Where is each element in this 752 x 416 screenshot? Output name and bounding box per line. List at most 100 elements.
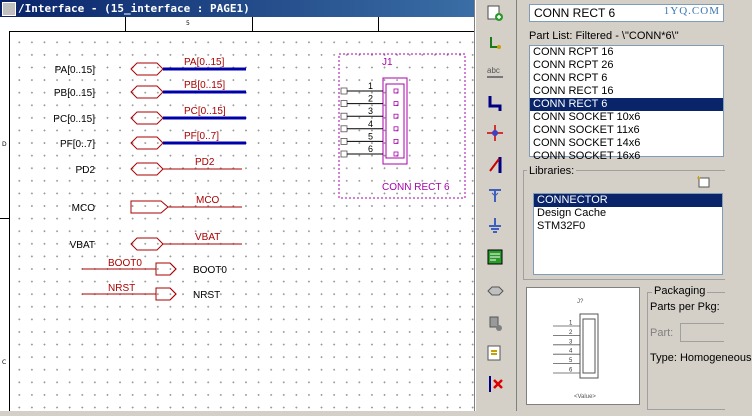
offpage-name[interactable]: NRST — [193, 290, 220, 301]
connector-pin[interactable]: 4 — [340, 119, 399, 133]
preview-body — [579, 313, 599, 379]
port-row[interactable]: VBAT VBAT — [70, 232, 242, 251]
net-alias[interactable]: MCO — [196, 195, 220, 206]
window-menu-icon[interactable] — [2, 2, 16, 16]
schematic-window[interactable]: /Interface - (15_interface : PAGE1) 5 D … — [0, 0, 475, 411]
window-title: /Interface - (15_interface : PAGE1) — [18, 2, 250, 15]
libraries-label: Libraries: — [527, 165, 577, 177]
place-junction-icon[interactable] — [484, 122, 506, 144]
port-symbol[interactable] — [130, 62, 164, 76]
pin-number: 4 — [368, 119, 373, 129]
preview-pin: 1 — [553, 321, 580, 327]
place-port-icon[interactable] — [484, 280, 506, 302]
port-symbol[interactable] — [130, 162, 164, 176]
schematic-drawing[interactable]: PA[0..15] PA[0..15] PB[0..15] PB[0..15] PC[0… — [10, 32, 474, 411]
port-name[interactable]: PA[0..15] — [55, 65, 96, 76]
part-value[interactable]: CONN RECT 6 — [382, 182, 450, 193]
place-part-icon[interactable] — [484, 2, 506, 24]
preview-pin-number: 1 — [569, 321, 573, 327]
port-name[interactable]: VBAT — [70, 240, 95, 251]
tool-palette: abc — [475, 0, 516, 411]
port-name[interactable]: PF[0..7] — [60, 139, 95, 150]
place-bus-icon[interactable] — [484, 92, 506, 114]
ruler-label: 5 — [186, 20, 190, 27]
library-list-item[interactable]: Design Cache — [537, 207, 607, 219]
preview-pin-number: 3 — [569, 339, 573, 345]
pin-end[interactable] — [340, 100, 348, 107]
connector-pin[interactable]: 1 — [340, 81, 399, 95]
port-symbol[interactable] — [130, 136, 164, 150]
place-ground-icon[interactable] — [484, 214, 506, 236]
port-symbol[interactable] — [130, 237, 164, 251]
pin-end[interactable] — [340, 87, 348, 95]
part-list-item[interactable]: CONN RCPT 6 — [533, 72, 608, 84]
part-reference[interactable]: J1 — [382, 57, 393, 68]
connector-pin[interactable]: 5 — [340, 131, 399, 145]
svg-text:abc: abc — [487, 66, 500, 75]
connector-pin[interactable]: 6 — [340, 144, 399, 158]
part-list-item[interactable]: CONN SOCKET 10x6 — [533, 111, 641, 123]
preview-inner — [582, 318, 596, 374]
offpage-row[interactable]: NRST NRST — [82, 283, 220, 301]
part-field-input[interactable] — [680, 323, 724, 342]
place-net-alias-icon[interactable]: abc — [484, 62, 506, 84]
schematic-title-bar[interactable]: /Interface - (15_interface : PAGE1) — [0, 0, 474, 17]
net-alias[interactable]: PC[0..15] — [184, 106, 226, 117]
preview-pin: 6 — [553, 368, 580, 374]
pin-end[interactable] — [340, 150, 348, 158]
place-bus-entry-icon[interactable] — [484, 154, 506, 176]
port-symbol[interactable] — [130, 200, 169, 214]
port-row[interactable]: PB[0..15] PB[0..15] — [54, 80, 246, 99]
offpage-symbol[interactable] — [155, 262, 177, 276]
net-alias[interactable]: VBAT — [195, 232, 220, 243]
part-list-item[interactable]: CONN RECT 6 — [530, 98, 723, 111]
pin-end[interactable] — [340, 138, 348, 145]
offpage-symbol[interactable] — [155, 287, 177, 301]
net-alias[interactable]: PF[0..7] — [184, 131, 219, 142]
net-alias[interactable]: NRST — [108, 283, 135, 294]
part-list-item[interactable]: CONN RCPT 16 — [533, 46, 614, 58]
part-list-item[interactable]: CONN SOCKET 14x6 — [533, 137, 641, 149]
place-no-connect-icon[interactable] — [484, 373, 506, 395]
port-name[interactable]: MCO — [72, 203, 96, 214]
place-offpage-icon[interactable] — [484, 342, 506, 364]
part-list-item[interactable]: CONN SOCKET 11x6 — [533, 124, 640, 136]
net-alias[interactable]: PB[0..15] — [184, 80, 225, 91]
place-hierarchical-block-icon[interactable] — [484, 246, 506, 268]
part-name-input[interactable]: CONN RECT 6 — [529, 4, 724, 22]
schematic-canvas[interactable]: PA[0..15] PA[0..15] PB[0..15] PB[0..15] PC[0… — [10, 32, 474, 411]
port-symbol[interactable] — [130, 111, 164, 125]
port-row[interactable]: PC[0..15] PC[0..15] — [53, 106, 246, 125]
part-list-item[interactable]: CONN RECT 16 — [533, 85, 614, 97]
port-name[interactable]: PB[0..15] — [54, 88, 95, 99]
pin-number: 6 — [368, 144, 373, 154]
library-list-item[interactable]: STM32F0 — [537, 220, 586, 232]
place-wire-icon[interactable] — [484, 32, 506, 54]
port-symbol[interactable] — [130, 85, 164, 99]
place-power-icon[interactable] — [484, 184, 506, 206]
place-pin-icon[interactable] — [484, 312, 506, 334]
net-alias[interactable]: BOOT0 — [108, 258, 142, 269]
add-library-icon[interactable] — [697, 176, 711, 188]
part-list-item[interactable]: CONN SOCKET 16x6 — [533, 150, 641, 162]
port-row[interactable]: PF[0..7] PF[0..7] — [60, 131, 246, 150]
library-list-item[interactable]: CONNECTOR — [534, 194, 722, 207]
part-list-item[interactable]: CONN RCPT 26 — [533, 59, 614, 71]
offpage-arrow — [169, 287, 177, 301]
port-name[interactable]: PC[0..15] — [53, 114, 95, 125]
pin-end[interactable] — [340, 112, 348, 120]
port-row[interactable]: MCO MCO — [72, 195, 242, 214]
port-name[interactable]: PD2 — [76, 165, 96, 176]
port-row[interactable]: PA[0..15] PA[0..15] — [55, 57, 246, 76]
net-alias[interactable]: PA[0..15] — [184, 57, 225, 68]
pin-end[interactable] — [340, 125, 348, 133]
connector-pin[interactable]: 3 — [340, 106, 399, 120]
net-alias[interactable]: PD2 — [195, 157, 215, 168]
connector-pin[interactable]: 2 — [340, 94, 399, 107]
offpage-name[interactable]: BOOT0 — [193, 265, 227, 276]
